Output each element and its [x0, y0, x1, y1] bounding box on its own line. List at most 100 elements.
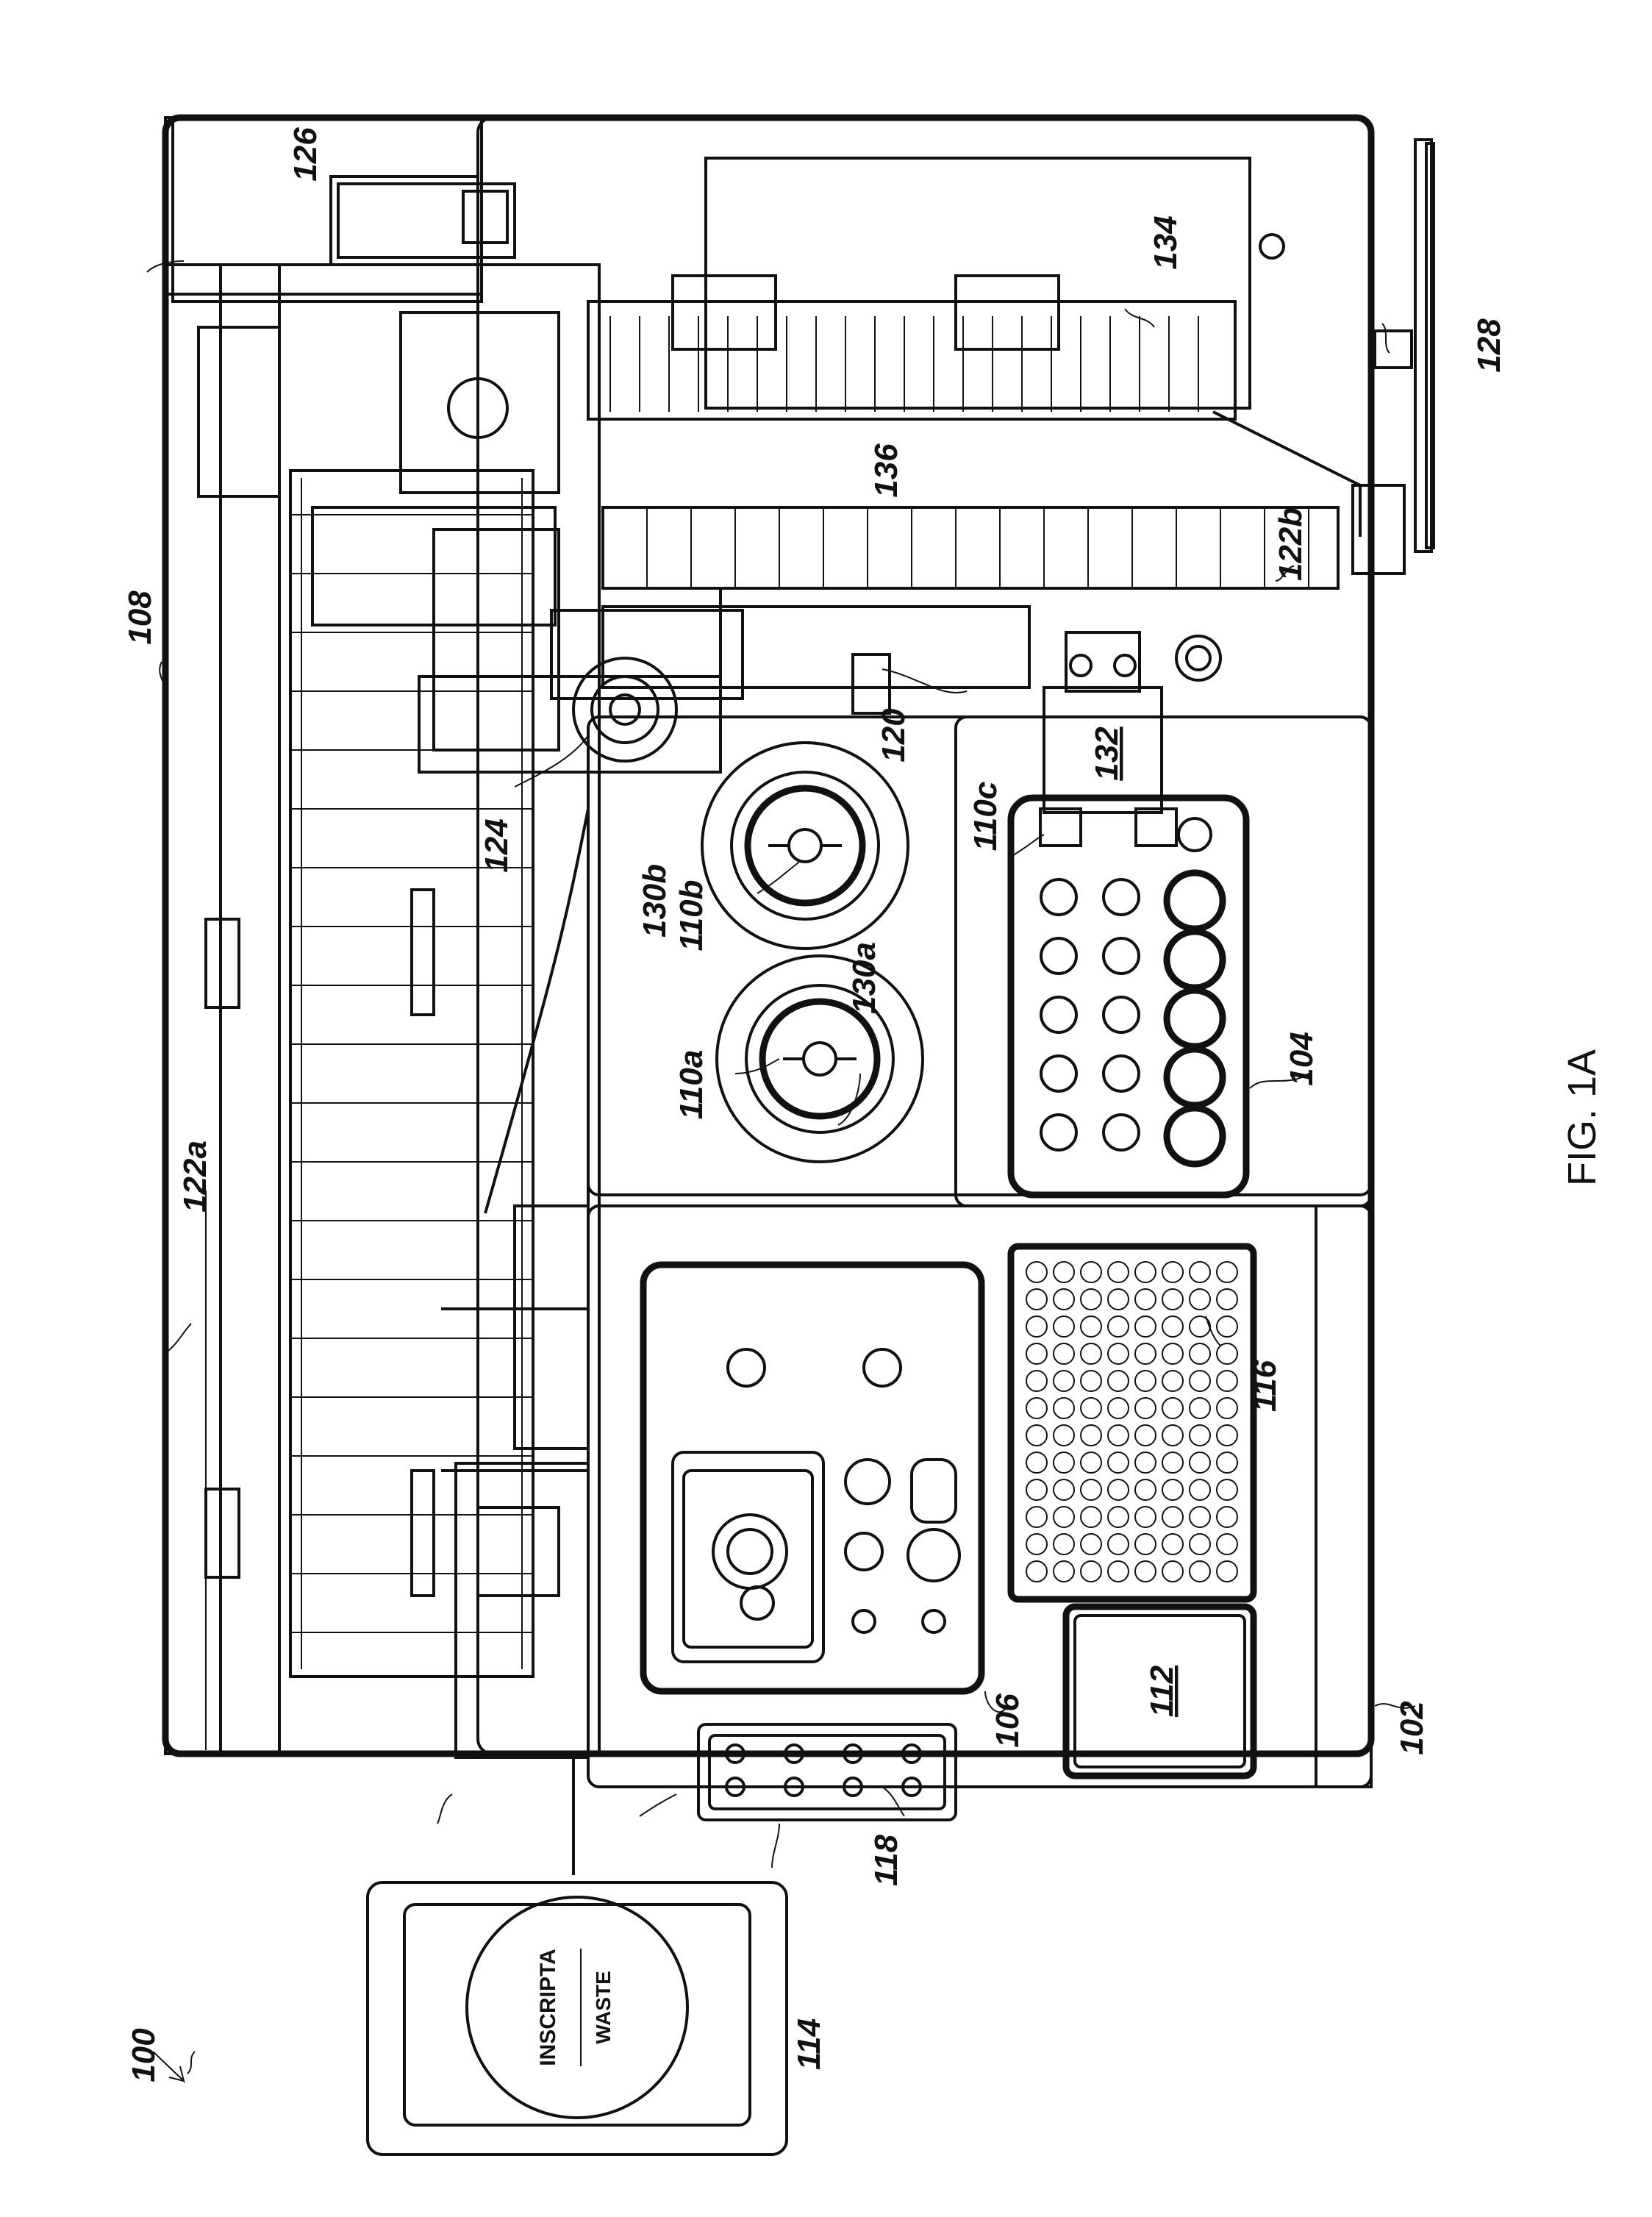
plate-well [1217, 1262, 1237, 1282]
plate-well [1190, 1343, 1210, 1364]
plate-well [1081, 1262, 1101, 1282]
plate-well [1217, 1561, 1237, 1582]
plate-well [1162, 1371, 1183, 1391]
plate-well [1081, 1371, 1101, 1391]
instrument-housing [165, 118, 1371, 1875]
plate-well [1135, 1425, 1156, 1446]
plate-well [1026, 1534, 1047, 1554]
plate-well [1081, 1398, 1101, 1418]
plate-well [1081, 1316, 1101, 1337]
plate-well [1081, 1534, 1101, 1554]
ref-110a: 110a [673, 1050, 709, 1120]
ref-110b: 110b [673, 879, 709, 951]
plate-well [1081, 1425, 1101, 1446]
plate-well [1135, 1398, 1156, 1418]
plate-well [1190, 1398, 1210, 1418]
ref-122a: 122a [177, 1140, 213, 1213]
plate-well [1108, 1289, 1129, 1310]
plate-well [1162, 1479, 1183, 1500]
ref-100: 100 [126, 2028, 162, 2082]
plate-well [1162, 1316, 1183, 1337]
plate-well [1054, 1262, 1074, 1282]
plate-well [1108, 1343, 1129, 1364]
plate-well [1026, 1371, 1047, 1391]
plate-well [1190, 1479, 1210, 1500]
gantry-rail-122a [165, 265, 599, 1754]
plate-well [1054, 1425, 1074, 1446]
ref-114: 114 [791, 2018, 827, 2070]
plate-well [1135, 1507, 1156, 1527]
plate-well [1135, 1262, 1156, 1282]
plate-well [1135, 1561, 1156, 1582]
plate-well [1217, 1371, 1237, 1391]
plate-well [1108, 1316, 1129, 1337]
plate-well [1081, 1561, 1101, 1582]
plate-wells [1026, 1262, 1237, 1582]
plate-well [1108, 1561, 1129, 1582]
ref-106: 106 [990, 1693, 1026, 1748]
flow-cell-110a [717, 956, 923, 1162]
plate-well [1217, 1479, 1237, 1500]
plate-well [1108, 1452, 1129, 1473]
plate-well [1026, 1479, 1047, 1500]
plate-well [1081, 1507, 1101, 1527]
plate-well [1217, 1534, 1237, 1554]
plate-well [1217, 1507, 1237, 1527]
ref-112: 112 [1144, 1665, 1180, 1717]
pipette-head-124 [312, 507, 743, 772]
plate-well [1217, 1316, 1237, 1337]
plate-well [1162, 1561, 1183, 1582]
circuit-board-126 [165, 118, 515, 294]
ref-132: 132 [1089, 726, 1125, 781]
small-tube-wells [1041, 879, 1139, 1150]
tube-rack-104 [1011, 798, 1246, 1195]
large-tube-wells [1167, 873, 1223, 1164]
ref-126: 126 [287, 127, 323, 182]
plate-well [1054, 1343, 1074, 1364]
ref-134: 134 [1148, 215, 1184, 269]
plate-well [1162, 1534, 1183, 1554]
side-module-128 [1353, 140, 1434, 574]
plate-well [1054, 1479, 1074, 1500]
plate-well [1190, 1425, 1210, 1446]
flow-cell-110b [702, 743, 908, 949]
plate-well [1026, 1316, 1047, 1337]
plate-well [1054, 1534, 1074, 1554]
ref-122b: 122b [1273, 507, 1309, 581]
plate-well [1190, 1289, 1210, 1310]
ref-136: 136 [868, 443, 904, 498]
plate-well [1108, 1479, 1129, 1500]
plate-well [1081, 1343, 1101, 1364]
plate-well [1026, 1561, 1047, 1582]
plate-well [1054, 1289, 1074, 1310]
figure-caption: FIG. 1A [1560, 1049, 1604, 1186]
waste-label-text: WASTE [592, 1971, 615, 2044]
plate-well [1217, 1452, 1237, 1473]
ref-120: 120 [876, 708, 912, 763]
plate-well [1026, 1262, 1047, 1282]
reagent-bottles-area [441, 809, 588, 1757]
plate-well [1217, 1425, 1237, 1446]
plate-well [1054, 1452, 1074, 1473]
plate-well [1054, 1507, 1074, 1527]
pcb-module-126 [173, 118, 559, 496]
plate-well [1108, 1262, 1129, 1282]
ref-128: 128 [1471, 318, 1507, 373]
plate-well [1190, 1452, 1210, 1473]
plate-well [1081, 1479, 1101, 1500]
plate-well [1135, 1289, 1156, 1310]
ref-110c: 110c [968, 782, 1004, 852]
plate-well [1026, 1425, 1047, 1446]
plate-well [1108, 1534, 1129, 1554]
plate-well [1135, 1343, 1156, 1364]
ref-104: 104 [1284, 1032, 1320, 1085]
plate-well [1108, 1398, 1129, 1418]
ref-130b: 130b [637, 864, 673, 938]
waste-container-114: INSCRIPTA WASTE [368, 1882, 787, 2154]
reaction-station-106 [643, 1265, 981, 1691]
plate-well [1162, 1398, 1183, 1418]
plate-well [1162, 1452, 1183, 1473]
ref-116: 116 [1247, 1360, 1283, 1412]
plate-well [1162, 1262, 1183, 1282]
